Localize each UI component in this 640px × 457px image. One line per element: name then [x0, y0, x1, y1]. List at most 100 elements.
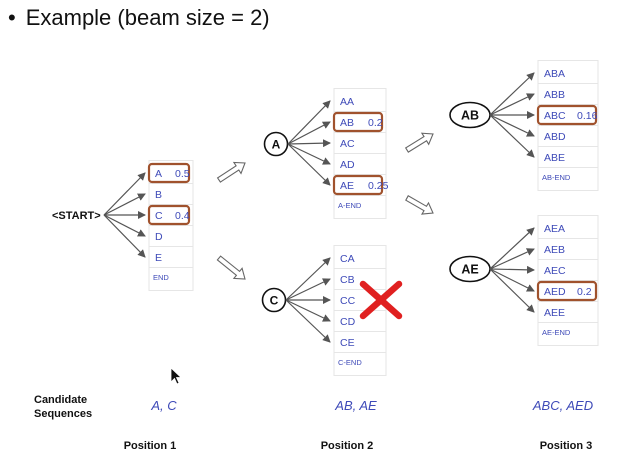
level1-token-a: A [155, 168, 162, 180]
node_ae-end-token: AE-END [542, 328, 571, 337]
position1-label: Position 1 [124, 440, 177, 452]
node_c-edge-ca [285, 257, 331, 301]
level1-edge-e [103, 214, 146, 258]
node_c-edge-cb [285, 278, 331, 301]
node_c-token-cb: CB [340, 274, 355, 286]
slide-heading: • Example (beam size = 2) [8, 5, 270, 31]
level1-token-d: D [155, 231, 163, 243]
node_a-token-ab: AB [340, 117, 354, 129]
level1-selected-box-a [147, 162, 191, 184]
node_ab-edge-aba [489, 72, 535, 116]
node-a-circle [263, 131, 289, 157]
node_a-end-token: A-END [338, 201, 362, 210]
candidate-sequences-row: Candidate Sequences A, C AB, AE ABC, AED [34, 394, 593, 420]
level1-selected-box-c [147, 204, 191, 226]
node_c-edge-cd [285, 299, 331, 322]
node_ae-token-aea: AEA [544, 223, 565, 235]
node_a-edge-ad [287, 143, 331, 165]
candidate-title-line2: Sequences [34, 408, 92, 420]
node_ae-token-aeb: AEB [544, 244, 565, 256]
bullet-marker: • [8, 5, 16, 30]
heading-text: Example (beam size = 2) [25, 5, 270, 30]
node-c-token-group: CA CB CC CD CE C-END [285, 245, 387, 376]
level1-prob-a: 0.5 [175, 168, 190, 180]
node-c-label: C [270, 294, 279, 308]
node_ab-edge-abe [489, 114, 535, 158]
node_a-prob-ae: 0.25 [368, 180, 389, 192]
candidate-title-line1: Candidate [34, 394, 87, 406]
level1-edge-b [103, 193, 146, 216]
node_ab-end-token: AB-END [542, 173, 571, 182]
node-ae-label: AE [461, 263, 478, 277]
node_ab-edge-abb [489, 93, 535, 116]
node_ab-token-abb: ABB [544, 89, 565, 101]
node_ae-edge-aec [489, 265, 535, 274]
node_ae-edge-aed [489, 268, 535, 292]
node_a-prob-ab: 0.2 [368, 117, 383, 129]
candidates-position3: ABC, AED [532, 398, 593, 413]
node_ab-token-abe: ABE [544, 152, 565, 164]
node_a-edge-ac [287, 139, 331, 148]
candidates-position1: A, C [150, 398, 177, 413]
position1-token-group: A 0.5BC 0.4DE END [103, 160, 194, 291]
node_a-token-ac: AC [340, 138, 355, 150]
start-token-label: <START> [52, 210, 101, 222]
node_ab-token-abd: ABD [544, 131, 566, 143]
node_a-selected-box-ae [332, 174, 384, 196]
node_c-token-cd: CD [340, 316, 356, 328]
node_a-token-ae: AE [340, 180, 354, 192]
node_ab-edge-abd [489, 114, 535, 137]
node-a-token-group: AA AB 0.2AC AD AE 0.25A-END [287, 88, 389, 219]
node_ae-token-aed: AED [544, 286, 566, 298]
level1-edge-d [103, 214, 146, 237]
node_ab-selected-box-abc [536, 104, 598, 126]
node_c-token-ce: CE [340, 337, 355, 349]
level1-token-c: C [155, 210, 163, 222]
arrow-to-node-ae-icon [405, 195, 434, 215]
node_a-token-ad: AD [340, 159, 355, 171]
candidates-position2: AB, AE [334, 398, 377, 413]
node_ae-edge-aee [489, 268, 535, 313]
position-labels-row: Position 1 Position 2 Position 3 [124, 440, 593, 452]
node_ae-edge-aea [489, 227, 535, 270]
node_ab-token-aba: ABA [544, 68, 565, 80]
node_ae-token-aec: AEC [544, 265, 566, 277]
node-ab-label: AB [461, 109, 479, 123]
level1-token-b: B [155, 189, 162, 201]
position3-label: Position 3 [540, 440, 593, 452]
node_a-edge-ab [287, 121, 331, 145]
node_c-token-ca: CA [340, 253, 355, 265]
level1-prob-c: 0.4 [175, 210, 190, 222]
node-c-circle [261, 287, 287, 313]
node_ab-prob-abc: 0.16 [577, 110, 598, 122]
node_ae-prob-aed: 0.2 [577, 286, 592, 298]
node-ab: AB [449, 101, 491, 129]
arrow-to-node-c-icon [216, 255, 246, 280]
arrow-to-node-a-icon [216, 161, 246, 183]
node_a-edge-aa [287, 100, 331, 145]
node_ab-token-abc: ABC [544, 110, 566, 122]
node_ae-edge-aeb [489, 248, 535, 270]
node-a-label: A [272, 138, 281, 152]
node_a-edge-ae [287, 143, 331, 186]
node_c-edge-ce [285, 299, 331, 343]
node_ae-token-aee: AEE [544, 307, 565, 319]
node-a: A [263, 131, 289, 157]
node_a-token-aa: AA [340, 96, 354, 108]
level1-token-e: E [155, 252, 162, 264]
pruned-cross-icon [359, 280, 403, 320]
arrow-to-node-ab-icon [404, 132, 434, 153]
node_ae-selected-box-aed [536, 280, 598, 302]
node_c-end-token: C-END [338, 358, 362, 367]
node-c: C [261, 287, 287, 313]
node-ae: AE [449, 255, 491, 283]
node_c-token-cc: CC [340, 295, 356, 307]
position2-label: Position 2 [321, 440, 374, 452]
level1-end-token: END [153, 273, 169, 282]
transition-arrows [216, 132, 434, 280]
node_a-selected-box-ab [332, 111, 384, 133]
